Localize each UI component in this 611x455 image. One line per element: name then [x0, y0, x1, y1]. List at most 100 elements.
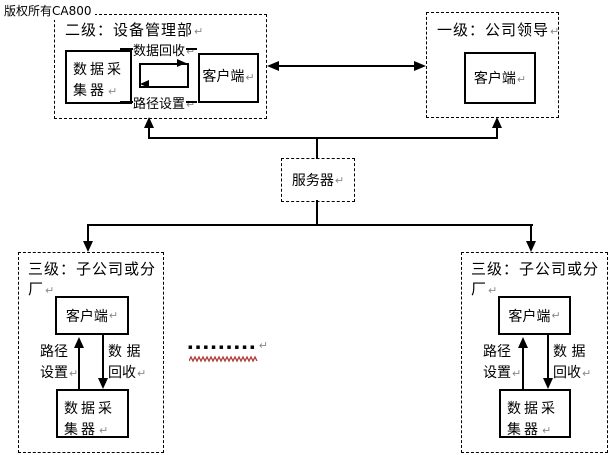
paragraph-mark: ↵ [69, 367, 79, 380]
paragraph-mark: ↵ [512, 367, 522, 380]
path-setting-text: 设置 [40, 365, 68, 381]
paragraph-mark: ↵ [542, 424, 555, 437]
connector-segment [120, 101, 133, 103]
data-recovery-text: 数 据 [108, 344, 141, 360]
tree-connector-line [316, 200, 318, 225]
tree-connector-line [496, 127, 498, 138]
path-setting-label: 路径 设置↵ [40, 342, 78, 384]
data-recovery-label: 数 据 回收↵ [108, 342, 146, 384]
collector-label: 集器 [64, 422, 98, 438]
paragraph-mark: ↵ [582, 367, 592, 380]
arrowhead-down-icon [543, 378, 553, 389]
data-recovery-text: 回收 [108, 365, 136, 381]
path-setting-arrow-line [78, 346, 80, 389]
paragraph-mark: ↵ [258, 339, 268, 352]
path-setting-text: 路径设置 [133, 97, 186, 112]
path-setting-arrow-line [522, 346, 524, 389]
arrowhead-down-icon [83, 241, 93, 252]
server-label: 服务器 [291, 173, 334, 189]
level3-right-title: 三级：子公司或分 厂↵ [471, 259, 599, 301]
ellipsis-text: ▪▪▪▪▪▪▪▪▪ [188, 343, 258, 351]
arrowhead-up-icon [144, 117, 154, 128]
paragraph-mark: ↵ [488, 284, 499, 297]
arrowhead-right-icon [414, 61, 426, 71]
paragraph-mark: ↵ [334, 173, 345, 187]
paragraph-mark: ↵ [108, 85, 121, 98]
data-recovery-arrow-line [547, 335, 549, 379]
paragraph-mark: ↵ [551, 309, 561, 322]
paragraph-mark: ↵ [194, 25, 205, 38]
collector-label: 集器 [507, 422, 541, 438]
ellipsis-dots: ▪▪▪▪▪▪▪▪▪↵ [188, 339, 268, 352]
level2-title: 二级：设备管理部↵ [65, 20, 204, 42]
path-setting-text: 路径 [483, 344, 511, 360]
level1-title-text: 一级：公司领导 [437, 21, 550, 39]
arrowhead-up-icon [492, 117, 502, 128]
paragraph-mark: ↵ [550, 25, 561, 38]
spellcheck-squiggle [189, 355, 258, 363]
copyright-text: 版权所有CA800 [4, 2, 95, 20]
level3-title-text: 厂 [28, 280, 45, 298]
level3-left-collector-box: 数据采 集器↵ [56, 389, 129, 438]
tree-connector-line [316, 137, 318, 159]
level3-right-group-box: 三级：子公司或分 厂↵ 客户端↵ 路径 设置↵ 数 据 回收↵ 数据采 集器↵ [461, 252, 608, 453]
tree-connector-line [148, 137, 498, 139]
collector-label: 数据采 [64, 401, 115, 417]
level3-right-client-box: 客户端↵ [498, 296, 571, 335]
paragraph-mark: ↵ [186, 98, 196, 111]
data-recovery-label: 数 据 回收↵ [553, 342, 591, 384]
path-setting-label: 路径设置↵ [133, 94, 195, 115]
bidirectional-arrow-line [275, 65, 418, 67]
data-recovery-label: 数据回收↵ [133, 41, 195, 62]
level1-group-box: 一级：公司领导↵ 客户端↵ [426, 12, 559, 118]
arrowhead-down-icon [526, 241, 536, 252]
arrowhead-down-icon [98, 378, 108, 389]
data-recovery-text: 数据回收 [133, 44, 186, 59]
client-label: 客户端 [65, 308, 108, 325]
client-label: 客户端 [508, 308, 551, 325]
level3-left-group-box: 三级：子公司或分 厂↵ 客户端↵ 路径 设置↵ 数 据 回收↵ 数据采 集器↵ [18, 252, 164, 453]
paragraph-mark: ↵ [516, 73, 527, 86]
level3-right-collector-box: 数据采 集器↵ [499, 389, 571, 438]
paragraph-mark: ↵ [137, 367, 147, 380]
connector-segment [186, 48, 197, 50]
arrowhead-up-icon [74, 337, 84, 348]
feedback-loop-rect [139, 63, 189, 88]
connector-segment [186, 101, 197, 103]
loop-arrow-right-icon [177, 59, 186, 67]
data-recovery-text: 回收 [553, 365, 581, 381]
level3-title-text: 三级：子公司或分 [28, 260, 157, 278]
loop-arrow-left-icon [140, 80, 149, 88]
path-setting-text: 路径 [40, 344, 68, 360]
arrowhead-up-icon [518, 337, 528, 348]
paragraph-mark: ↵ [245, 71, 255, 84]
level3-left-client-box: 客户端↵ [55, 296, 129, 335]
client-label: 客户端 [473, 71, 516, 87]
collector-label: 数据采 [73, 62, 124, 78]
collector-label: 集器 [73, 83, 107, 99]
tree-connector-line [148, 127, 150, 138]
level1-title: 一级：公司领导↵ [437, 20, 560, 42]
connector-segment [120, 48, 133, 50]
paragraph-mark: ↵ [45, 284, 56, 297]
level1-client-box: 客户端↵ [464, 52, 536, 104]
tree-connector-line [530, 224, 532, 241]
level2-collector-box: 数据采 集器↵ [65, 50, 132, 104]
client-label: 客户端 [202, 69, 245, 85]
level2-client-box: 客户端↵ [198, 53, 259, 103]
path-setting-text: 设置 [483, 365, 511, 381]
level2-group-box: 二级：设备管理部↵ 数据采 集器↵ 客户端↵ [54, 14, 267, 119]
arrowhead-left-icon [267, 61, 279, 71]
level3-title-text: 三级：子公司或分 [471, 260, 600, 278]
paragraph-mark: ↵ [186, 45, 196, 58]
tree-connector-line [87, 224, 89, 241]
level2-title-text: 二级：设备管理部 [65, 21, 194, 39]
paragraph-mark: ↵ [108, 309, 119, 322]
paragraph-mark: ↵ [99, 424, 112, 437]
data-recovery-text: 数 据 [553, 344, 586, 360]
path-setting-label: 路径 设置↵ [483, 342, 521, 384]
level3-title-text: 厂 [471, 280, 488, 298]
tree-connector-line [87, 224, 533, 226]
level3-left-title: 三级：子公司或分 厂↵ [28, 259, 156, 301]
